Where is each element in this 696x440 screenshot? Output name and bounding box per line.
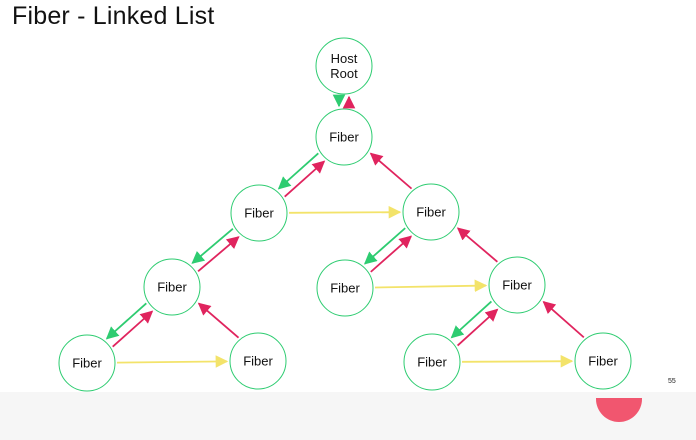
node-label: Fiber [416,205,446,220]
node-fiber-1: Fiber [315,108,373,166]
node-fiber-7: Fiber [58,334,116,392]
node-circle [229,332,287,390]
child-edge-fiber-3-to-fiber-5 [363,227,406,265]
node-label: Fiber [502,278,532,293]
node-circle [316,259,374,317]
return-edge-fiber-6-to-fiber-3 [456,227,498,263]
return-edge-fiber-3-to-fiber-1 [369,152,413,190]
node-circle [488,256,546,314]
return-edge-fiber-8-to-fiber-4 [197,302,240,339]
return-edge-fiber-2-to-fiber-1 [284,160,326,198]
slide-title: Fiber - Linked List [12,2,215,30]
node-circle [403,333,461,391]
node-label: Fiber [244,206,274,221]
child-edge-fiber-6-to-fiber-9 [450,300,493,339]
page-number: 55 [668,378,676,385]
node-circle [143,258,201,316]
node-label: Fiber [417,355,447,370]
node-fiber-6: Fiber [488,256,546,314]
sibling-edge-fiber-5-to-fiber-6 [374,279,488,293]
child-edge-fiber-2-to-fiber-4 [191,227,234,264]
node-fiber-2: Fiber [230,184,288,242]
node-circle [402,183,460,241]
child-edge-fiber-4-to-fiber-7 [105,302,147,340]
node-label: Fiber [588,354,618,369]
sibling-edge-fiber-2-to-fiber-3 [288,205,402,219]
return-edge-fiber-7-to-fiber-4 [112,310,154,348]
node-label: Root [330,66,358,81]
node-circle [315,37,373,95]
node-circle [230,184,288,242]
node-label: Fiber [329,130,359,145]
node-fiber-8: Fiber [229,332,287,390]
node-fiber-9: Fiber [403,333,461,391]
edges-layer [105,94,585,368]
return-edge-fiber-4-to-fiber-2 [197,236,240,273]
return-edge-fiber-5-to-fiber-3 [370,235,413,273]
node-fiber-10: Fiber [574,332,632,390]
node-circle [58,334,116,392]
return-edge-fiber-9-to-fiber-6 [456,308,499,347]
node-circle [315,108,373,166]
sibling-edge-fiber-7-to-fiber-8 [116,355,229,368]
node-label: Fiber [72,356,102,371]
return-edge-fiber-10-to-fiber-6 [542,300,585,339]
node-label: Fiber [243,354,273,369]
node-fiber-3: Fiber [402,183,460,241]
node-fiber-5: Fiber [316,259,374,317]
node-fiber-4: Fiber [143,258,201,316]
child-edge-fiber-1-to-fiber-2 [277,152,319,190]
node-label: Fiber [330,281,360,296]
node-circle [574,332,632,390]
sibling-edge-fiber-9-to-fiber-10 [461,354,574,368]
node-label: Host [331,51,358,66]
footer-band [0,392,696,440]
node-label: Fiber [157,280,187,295]
